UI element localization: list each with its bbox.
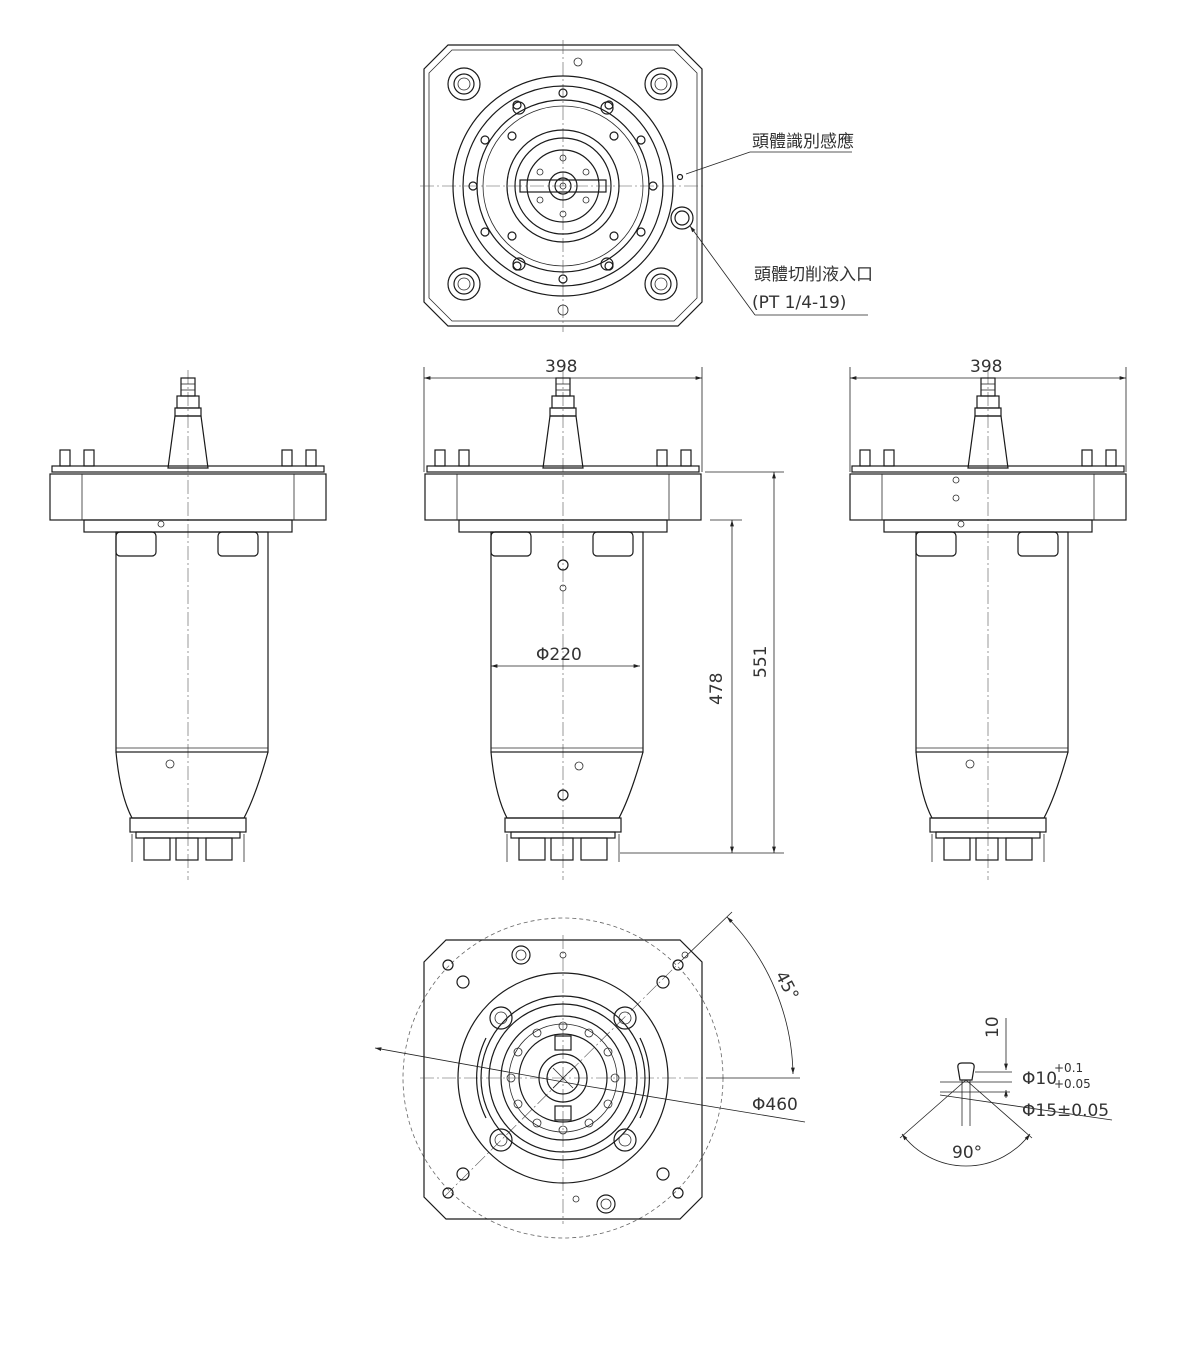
dim-heights: 478 551 <box>620 471 784 854</box>
top-plan-view: 頭體識別感應 頭體切削液入口 (PT 1/4-19) <box>420 40 873 332</box>
coolant-thread-label: (PT 1/4-19) <box>752 293 846 313</box>
dim-478: 478 <box>707 673 727 705</box>
dim-45-deg: 45° <box>771 968 803 1004</box>
dim-tol-upper: +0.1 <box>1054 1061 1083 1075</box>
head-sensor-label: 頭體識別感應 <box>752 131 854 152</box>
bottom-plan-view: 45° Φ460 <box>374 911 806 1239</box>
dim-551: 551 <box>751 646 771 678</box>
dim-90-deg: 90° <box>952 1143 982 1163</box>
detail-view: 10 Φ10 +0.1 +0.05 Φ15±0.05 90° <box>899 1016 1113 1167</box>
dim-phi-10: Φ10 <box>1022 1069 1057 1089</box>
dim-body-diameter: Φ220 <box>491 645 640 668</box>
dim-398-side: 398 <box>970 357 1002 377</box>
dim-398-front: 398 <box>545 357 577 377</box>
dim-220: Φ220 <box>536 645 582 665</box>
right-side-view <box>849 369 1127 881</box>
dim-width-front: 398 <box>423 357 703 472</box>
dim-phi-15: Φ15±0.05 <box>1022 1101 1109 1121</box>
coolant-inlet-label: 頭體切削液入口 <box>754 265 873 285</box>
left-side-view <box>49 369 327 881</box>
dim-460: Φ460 <box>752 1095 798 1115</box>
dim-10-depth: 10 <box>983 1016 1003 1038</box>
dim-tol-lower: +0.05 <box>1054 1077 1091 1091</box>
front-side-view <box>424 369 702 881</box>
dim-width-side: 398 <box>849 357 1127 472</box>
